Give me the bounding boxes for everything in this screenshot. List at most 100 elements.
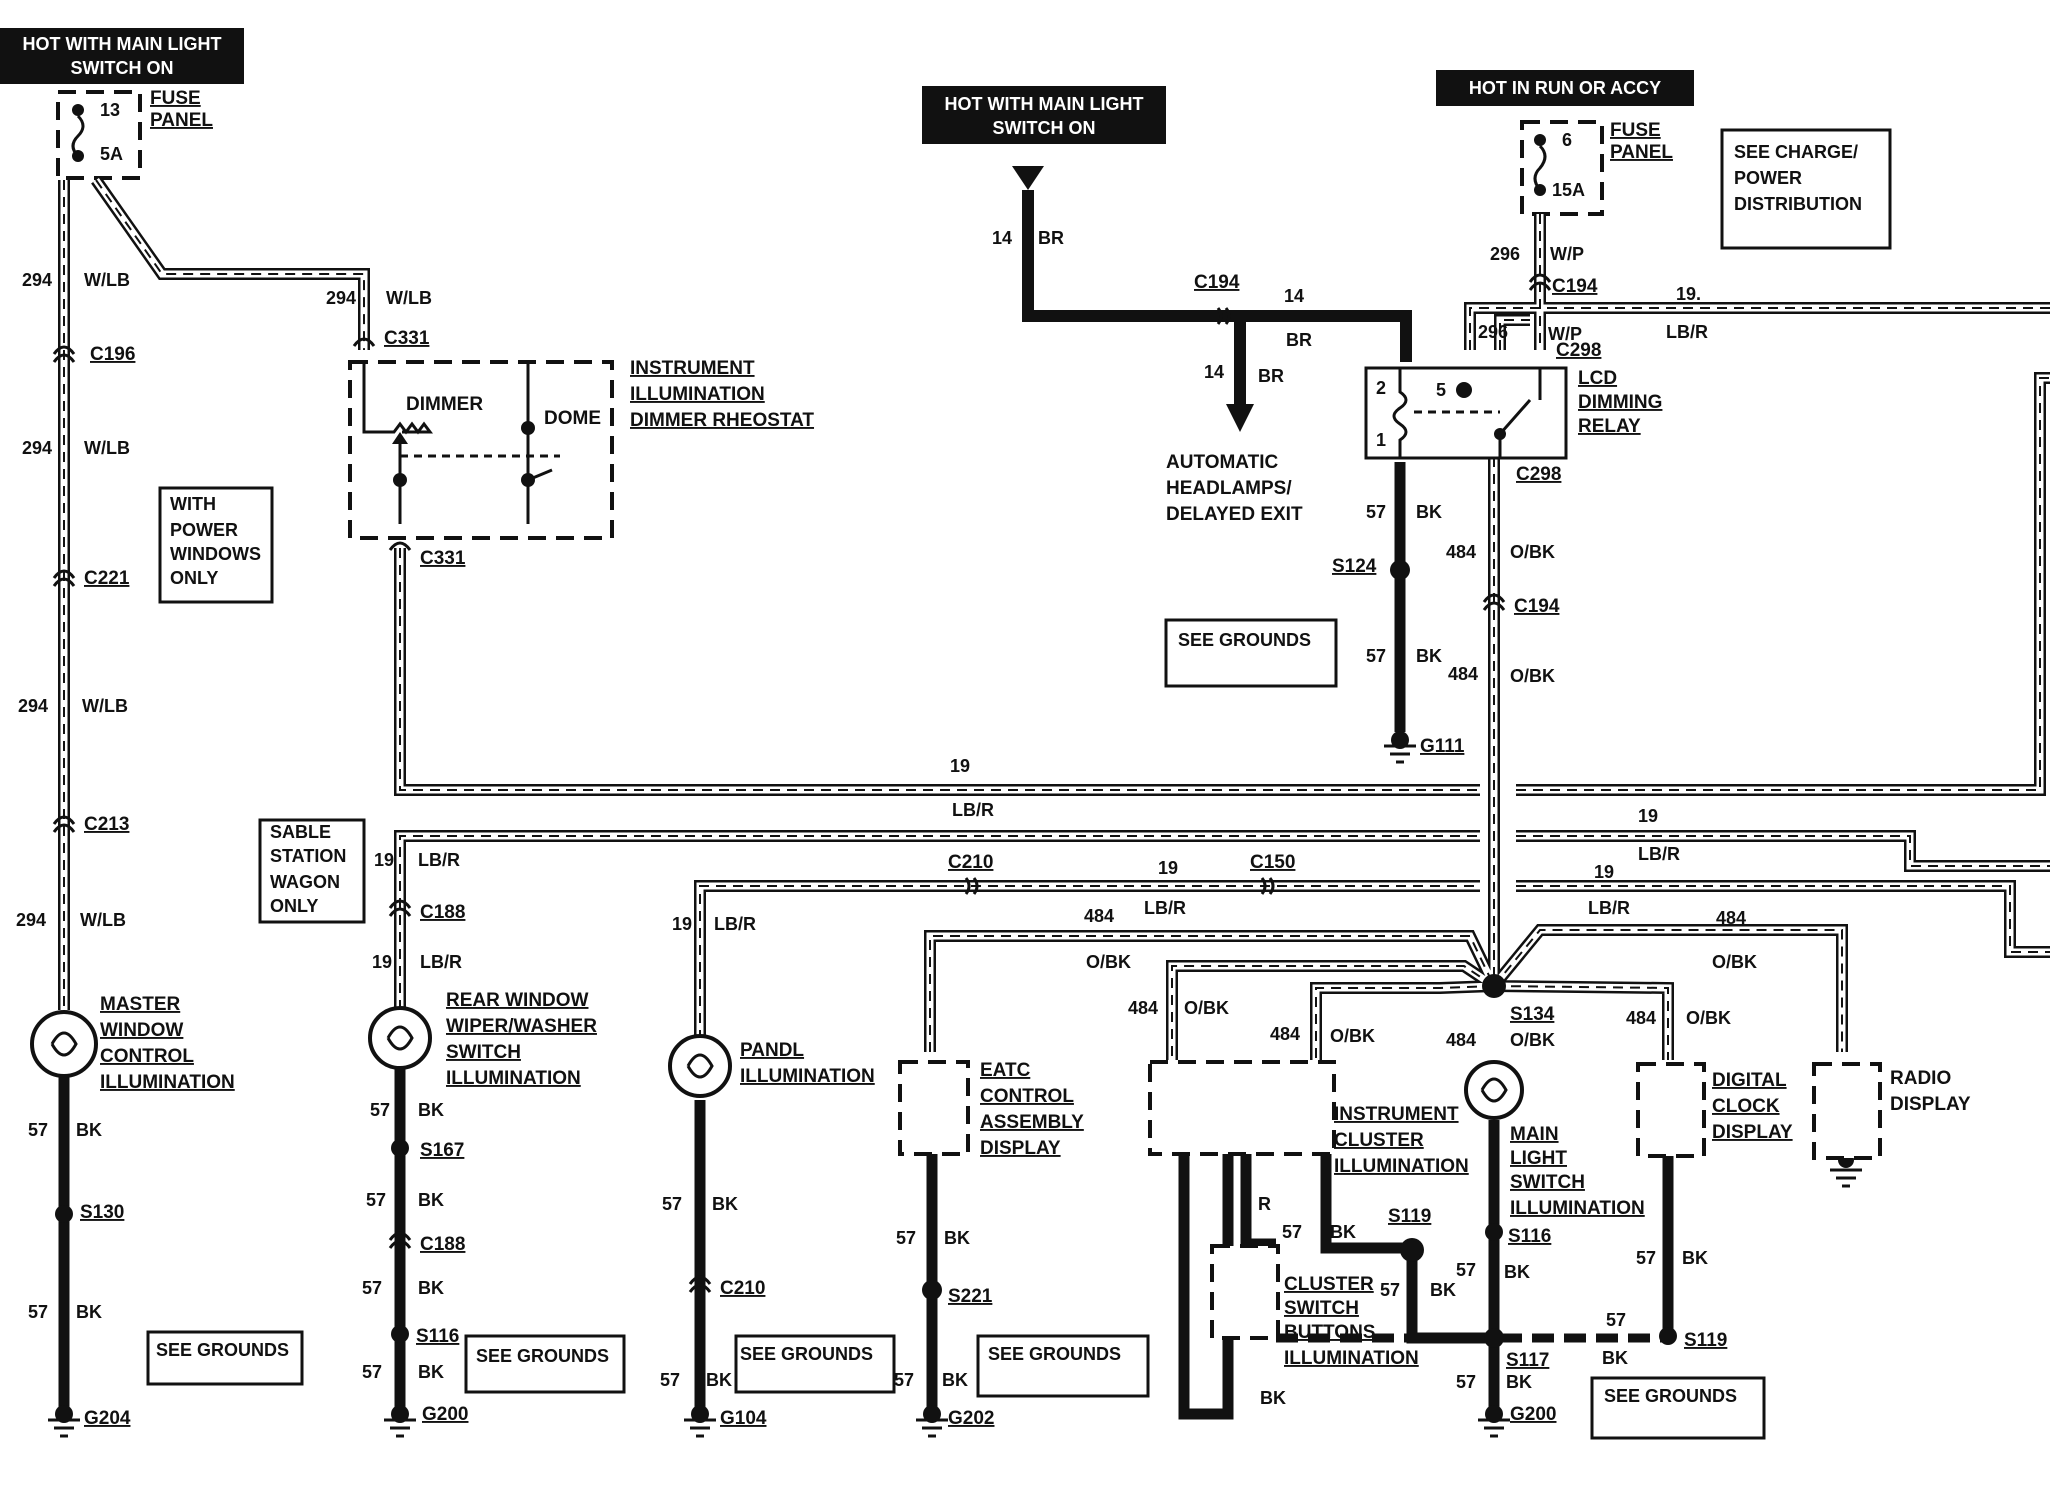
fuse-panel-right: 6 15A FUSE PANEL bbox=[1520, 120, 1673, 216]
banner-line1: HOT WITH MAIN LIGHT bbox=[945, 94, 1144, 114]
bulb-master-window bbox=[30, 1010, 98, 1078]
banner-line1: HOT WITH MAIN LIGHT bbox=[23, 34, 222, 54]
label-s116-right: S116 bbox=[1508, 1226, 1551, 1247]
wire-wlb: W/LB bbox=[82, 696, 128, 716]
wire-wlb: W/LB bbox=[386, 288, 432, 308]
wire-br: BR bbox=[1258, 366, 1284, 386]
wire-57: 57 bbox=[362, 1278, 382, 1298]
eatc-label-1: EATC bbox=[980, 1060, 1031, 1081]
wire-bk: BK bbox=[418, 1190, 444, 1210]
wire-484: 484 bbox=[1270, 1024, 1300, 1044]
label-c188-bottom: C188 bbox=[420, 1234, 465, 1255]
fuse-rating: 15A bbox=[1552, 180, 1585, 200]
fuse-number: 6 bbox=[1562, 130, 1572, 150]
solid-wires bbox=[58, 166, 1674, 1420]
radio-display-box bbox=[1812, 1062, 1882, 1160]
wire-484: 484 bbox=[1446, 542, 1476, 562]
panel-illum-label-1: PANDL bbox=[740, 1040, 804, 1061]
connector-labels: C196 C221 C213 C331 C331 C194 C194 C194 … bbox=[80, 272, 1727, 1429]
wire-294: 294 bbox=[22, 438, 52, 458]
bulb-main-light-switch bbox=[1464, 1060, 1524, 1120]
see-grounds-1: SEE GROUNDS bbox=[1178, 630, 1311, 650]
banner-hot-main-light-center: HOT WITH MAIN LIGHT SWITCH ON bbox=[922, 86, 1166, 144]
cluster-buttons-label-2: SWITCH bbox=[1284, 1298, 1359, 1319]
hatched-wires bbox=[58, 176, 2050, 1060]
wire-wlb: W/LB bbox=[84, 438, 130, 458]
wire-bk: BK bbox=[418, 1278, 444, 1298]
cluster-label-2: CLUSTER bbox=[1334, 1130, 1424, 1151]
wire-57: 57 bbox=[1282, 1222, 1302, 1242]
label-g104: G104 bbox=[720, 1408, 767, 1429]
dome-label: DOME bbox=[544, 408, 601, 429]
wire-294: 294 bbox=[326, 288, 356, 308]
wire-bk: BK bbox=[1682, 1248, 1708, 1268]
rear-wiper-label-3: SWITCH bbox=[446, 1042, 521, 1063]
wire-57: 57 bbox=[370, 1100, 390, 1120]
eatc-display-box bbox=[898, 1060, 970, 1156]
rear-wiper-label-1: REAR WINDOW bbox=[446, 990, 589, 1011]
note-line3: WINDOWS bbox=[170, 544, 261, 564]
lcd-relay-label-1: LCD bbox=[1578, 368, 1617, 389]
main-light-label-4: ILLUMINATION bbox=[1510, 1198, 1645, 1219]
eatc-label-4: DISPLAY bbox=[980, 1138, 1061, 1159]
wire-57: 57 bbox=[28, 1120, 48, 1140]
component-labels: INSTRUMENT ILLUMINATION DIMMER RHEOSTAT … bbox=[100, 358, 1971, 1369]
wire-bk: BK bbox=[944, 1228, 970, 1248]
banner-text: HOT IN RUN OR ACCY bbox=[1469, 78, 1661, 98]
label-c194-fuse: C194 bbox=[1552, 276, 1598, 297]
note-sable-wagon: SABLE STATION WAGON ONLY bbox=[258, 818, 366, 924]
note-line1: SEE CHARGE/ bbox=[1734, 142, 1858, 162]
fuse-label-1: FUSE bbox=[1610, 120, 1661, 141]
cluster-buttons-box bbox=[1210, 1244, 1280, 1340]
banner-hot-run-accy: HOT IN RUN OR ACCY bbox=[1436, 70, 1694, 106]
wire-bk: BK bbox=[1416, 646, 1442, 666]
banner-line2: SWITCH ON bbox=[71, 58, 174, 78]
wire-bk: BK bbox=[1602, 1348, 1628, 1368]
cluster-buttons-label-4: ILLUMINATION bbox=[1284, 1348, 1419, 1369]
wire-bk: BK bbox=[76, 1120, 102, 1140]
label-g204: G204 bbox=[84, 1408, 131, 1429]
wire-296: 296 bbox=[1490, 244, 1520, 264]
wire-wp: W/P bbox=[1550, 244, 1584, 264]
master-window-label-2: WINDOW bbox=[100, 1020, 183, 1041]
connector-markers bbox=[52, 273, 1552, 1293]
note-line2: STATION bbox=[270, 846, 346, 866]
wire-57: 57 bbox=[362, 1362, 382, 1382]
relay-pin-2: 2 bbox=[1376, 378, 1386, 398]
wire-14: 14 bbox=[1204, 362, 1224, 382]
wire-19: 19 bbox=[1594, 862, 1614, 882]
wire-obk: O/BK bbox=[1184, 998, 1229, 1018]
wire-lbr: LB/R bbox=[714, 914, 756, 934]
label-g200-right: G200 bbox=[1510, 1404, 1556, 1425]
wire-bk: BK bbox=[418, 1362, 444, 1382]
fuse-number: 13 bbox=[100, 100, 120, 120]
wire-r: R bbox=[1258, 1194, 1271, 1214]
wire-bk: BK bbox=[1506, 1372, 1532, 1392]
wire-57: 57 bbox=[896, 1228, 916, 1248]
wire-57: 57 bbox=[28, 1302, 48, 1322]
wire-484: 484 bbox=[1626, 1008, 1656, 1028]
wire-19: 19 bbox=[1158, 858, 1178, 878]
label-c188-top: C188 bbox=[420, 902, 465, 923]
dimmer-rheostat-label-3: DIMMER RHEOSTAT bbox=[630, 410, 814, 431]
wire-19: 19 bbox=[950, 756, 970, 776]
digital-clock-label-3: DISPLAY bbox=[1712, 1122, 1793, 1143]
label-c221: C221 bbox=[84, 568, 130, 589]
see-grounds-5: SEE GROUNDS bbox=[988, 1344, 1121, 1364]
note-line2: POWER bbox=[170, 520, 238, 540]
wire-294: 294 bbox=[16, 910, 46, 930]
label-s124: S124 bbox=[1332, 556, 1377, 577]
wire-14: 14 bbox=[992, 228, 1012, 248]
wire-obk: O/BK bbox=[1510, 666, 1555, 686]
rear-wiper-label-4: ILLUMINATION bbox=[446, 1068, 581, 1089]
bulb-panel bbox=[668, 1034, 732, 1098]
note-line2: POWER bbox=[1734, 168, 1802, 188]
wire-14: 14 bbox=[1284, 286, 1304, 306]
cluster-label-3: ILLUMINATION bbox=[1334, 1156, 1469, 1177]
relay-pin-1: 1 bbox=[1376, 430, 1386, 450]
wire-bk: BK bbox=[1430, 1280, 1456, 1300]
wire-484: 484 bbox=[1128, 998, 1158, 1018]
note-line1: SABLE bbox=[270, 822, 331, 842]
wire-lbr: LB/R bbox=[1144, 898, 1186, 918]
wire-57: 57 bbox=[1456, 1372, 1476, 1392]
